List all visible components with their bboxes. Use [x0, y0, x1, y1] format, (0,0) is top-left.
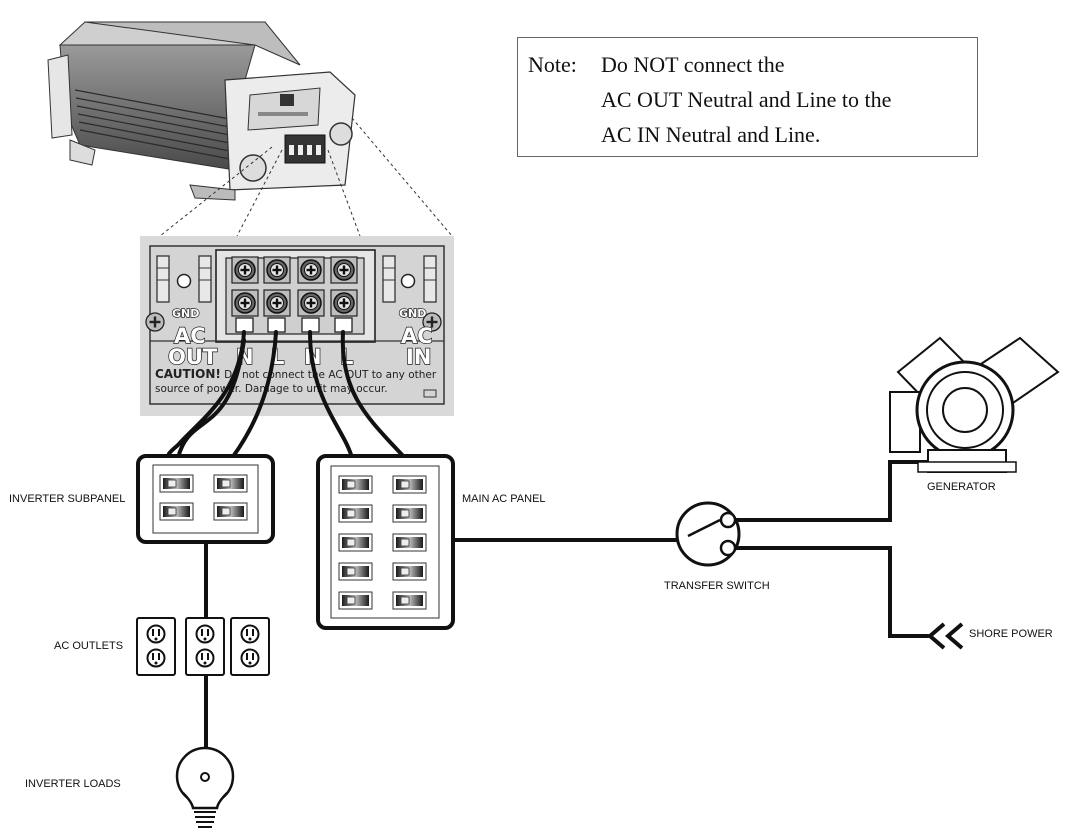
ac-outlets: [136, 617, 270, 676]
ac-out-label-top: AC: [174, 324, 206, 348]
gnd-right-label: GND: [399, 307, 426, 320]
caution-line-2: source of power. Damage to unit may occu…: [155, 383, 388, 395]
inverter-subpanel-label: INVERTER SUBPANEL: [9, 493, 126, 505]
shore-power-plug-icon: [926, 622, 964, 650]
inverter-loads-label: INVERTER LOADS: [25, 778, 121, 790]
note-box: Note: Do NOT connect the AC OUT Neutral …: [517, 37, 978, 157]
mount-screw-right: [422, 312, 442, 332]
ac-in-label-top: AC: [401, 324, 433, 348]
gnd-stud-right: [400, 273, 416, 289]
gnd-left-label: GND: [172, 307, 199, 320]
light-bulb-icon: [175, 746, 235, 828]
inverter-unit-icon: [47, 21, 356, 201]
ac-out-label-bottom: OUT: [168, 345, 218, 369]
generator-icon: [889, 336, 1060, 473]
caution-line-1: CAUTION! Do not connect the AC OUT to an…: [155, 367, 437, 381]
main-ac-panel-label: MAIN AC PANEL: [462, 493, 546, 505]
projection-lines: [159, 117, 453, 237]
terminal-panel: GND GND AC OUT AC IN N L N L CAUTION! Do…: [140, 236, 454, 416]
inverter-subpanel: [136, 454, 275, 544]
note-line-2: AC OUT Neutral and Line to the: [601, 87, 892, 112]
ac-in-label-bottom: IN: [406, 345, 431, 369]
note-line-3: AC IN Neutral and Line.: [601, 122, 821, 147]
outlet-icon: [185, 617, 225, 676]
ac-outlets-label: AC OUTLETS: [54, 640, 124, 652]
note-line-1: Do NOT connect the: [601, 52, 785, 77]
mount-screw-left: [145, 312, 165, 332]
transfer-switch-icon: [675, 501, 741, 567]
generator-label: GENERATOR: [927, 481, 996, 493]
gnd-stud-left: [176, 273, 192, 289]
outlet-icon: [136, 617, 176, 676]
breaker-icon: [159, 474, 194, 493]
outlet-icon: [230, 617, 270, 676]
note-label: Note:: [528, 52, 577, 77]
shore-power-label: SHORE POWER: [969, 628, 1053, 640]
wires: [166, 330, 930, 779]
main-ac-panel: [316, 454, 455, 630]
transfer-switch-label: TRANSFER SWITCH: [664, 580, 770, 592]
